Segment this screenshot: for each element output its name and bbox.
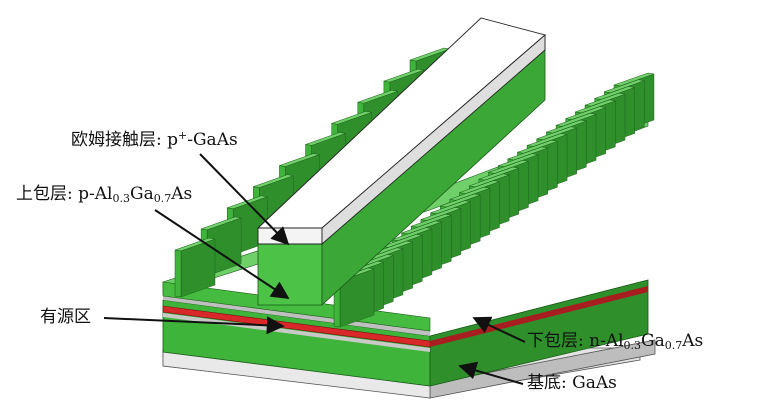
grating-left-tooth-4-top — [253, 174, 294, 188]
label-ohmic-contact: 欧姆接触层: p+-GaAs — [71, 129, 238, 150]
grating-right-tooth-14-top — [459, 180, 500, 194]
active-gray-front — [163, 296, 430, 336]
grating-right-tooth-11-top — [430, 200, 471, 215]
grating-right-tooth-29-top — [604, 79, 645, 93]
grating-left-tooth-1-front — [174, 249, 182, 298]
grating-right-tooth-19-top — [507, 146, 548, 161]
ohmic-contact-front — [257, 227, 323, 245]
grating-left-tooth-8-top — [357, 89, 398, 104]
grating-right-tooth-23-top — [546, 119, 587, 134]
grating-right-tooth-8-top — [401, 220, 442, 235]
grating-right-tooth-22-top — [536, 126, 577, 141]
grating-right-tooth-18-top — [498, 153, 539, 167]
label-lower-cladding: 下包层: n-Al0.3Ga0.7As — [527, 331, 704, 352]
grating-right-tooth-13-top — [449, 187, 490, 201]
grating-right-tooth-15-top — [469, 173, 510, 188]
grating-left-tooth-7-top — [331, 111, 372, 125]
grating-right-tooth-20-top — [517, 139, 558, 154]
label-active-region: 有源区 — [40, 307, 91, 327]
grating-right-tooth-7-top — [391, 227, 433, 241]
arrow-substrate — [458, 361, 524, 385]
ridge-front — [257, 241, 323, 306]
grating-left-tooth-6-top — [305, 132, 346, 146]
grating-right-tooth-21-top — [527, 133, 568, 147]
arrow-upper-cladding — [154, 209, 290, 299]
arrow-lower-cladding — [472, 316, 526, 343]
arrow-ohmic — [199, 153, 290, 246]
ohmic-contact-side — [321, 34, 546, 245]
ridge — [256, 17, 546, 306]
label-upper-cladding: 上包层: p-Al0.3Ga0.7As — [16, 184, 193, 205]
grating-right-tooth-24-top — [555, 113, 597, 127]
label-substrate: 基底: GaAs — [527, 373, 617, 393]
grating-right-tooth-6-top — [382, 234, 423, 248]
grating-right-tooth-26-top — [575, 99, 616, 114]
grating-right-tooth-9-top — [411, 213, 452, 228]
grating-right-tooth-12-top — [440, 193, 481, 208]
lower-cladding-block — [162, 279, 649, 387]
grating-right-tooth-10-top — [420, 207, 461, 221]
grating-right-tooth-27-top — [584, 92, 626, 107]
annotation-arrows — [103, 153, 526, 385]
grating-right-tooth-30-top — [613, 72, 655, 87]
grating-right-tooth-17-top — [488, 160, 529, 174]
arrow-active — [103, 316, 285, 335]
grating-left-tooth-5-top — [279, 153, 320, 167]
grating-right-tooth-16-top — [478, 166, 519, 181]
grating-left-tooth-2-top — [201, 216, 242, 231]
grating-left-tooth-1-top — [174, 237, 216, 252]
grating-left-tooth-9-top — [383, 68, 424, 83]
grating-right-tooth-25-top — [565, 106, 606, 120]
grating-right-tooth-28-top — [594, 86, 635, 100]
lower-cladding-side — [429, 279, 649, 387]
